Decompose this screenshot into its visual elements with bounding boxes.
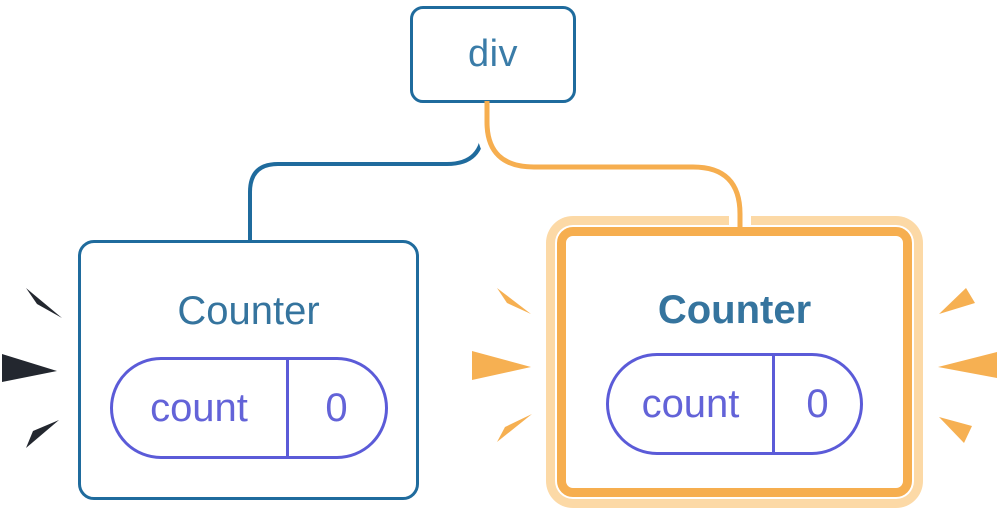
state-pill: count 0: [109, 357, 388, 459]
edge-root-to-left-counter: [248, 103, 485, 248]
edge-root-to-right-counter: [484, 101, 743, 236]
spark-icon: [939, 417, 972, 443]
root-node-label: div: [467, 33, 519, 75]
spark-icon: [939, 288, 975, 314]
state-value: 0: [806, 381, 829, 426]
counter-card-left: Counter count 0: [78, 240, 419, 500]
left-counter-burst: [2, 288, 62, 448]
root-div-node: div: [410, 6, 576, 103]
counter-title: Counter: [177, 289, 320, 333]
state-key: count: [113, 360, 289, 456]
counter-title: Counter: [657, 288, 812, 332]
right-counter-burst-left: [472, 288, 532, 442]
state-value: 0: [325, 385, 348, 430]
right-counter-burst-right: [938, 288, 997, 443]
spark-icon: [26, 420, 59, 448]
spark-icon: [938, 352, 997, 378]
counter-card-right: Counter count 0: [557, 227, 912, 497]
spark-icon: [2, 354, 57, 382]
spark-icon: [497, 414, 532, 442]
spark-icon: [497, 288, 531, 314]
state-key: count: [609, 356, 775, 452]
state-pill: count 0: [606, 353, 863, 455]
spark-icon: [472, 351, 531, 380]
edge-casing: [476, 103, 751, 227]
spark-icon: [26, 288, 62, 318]
